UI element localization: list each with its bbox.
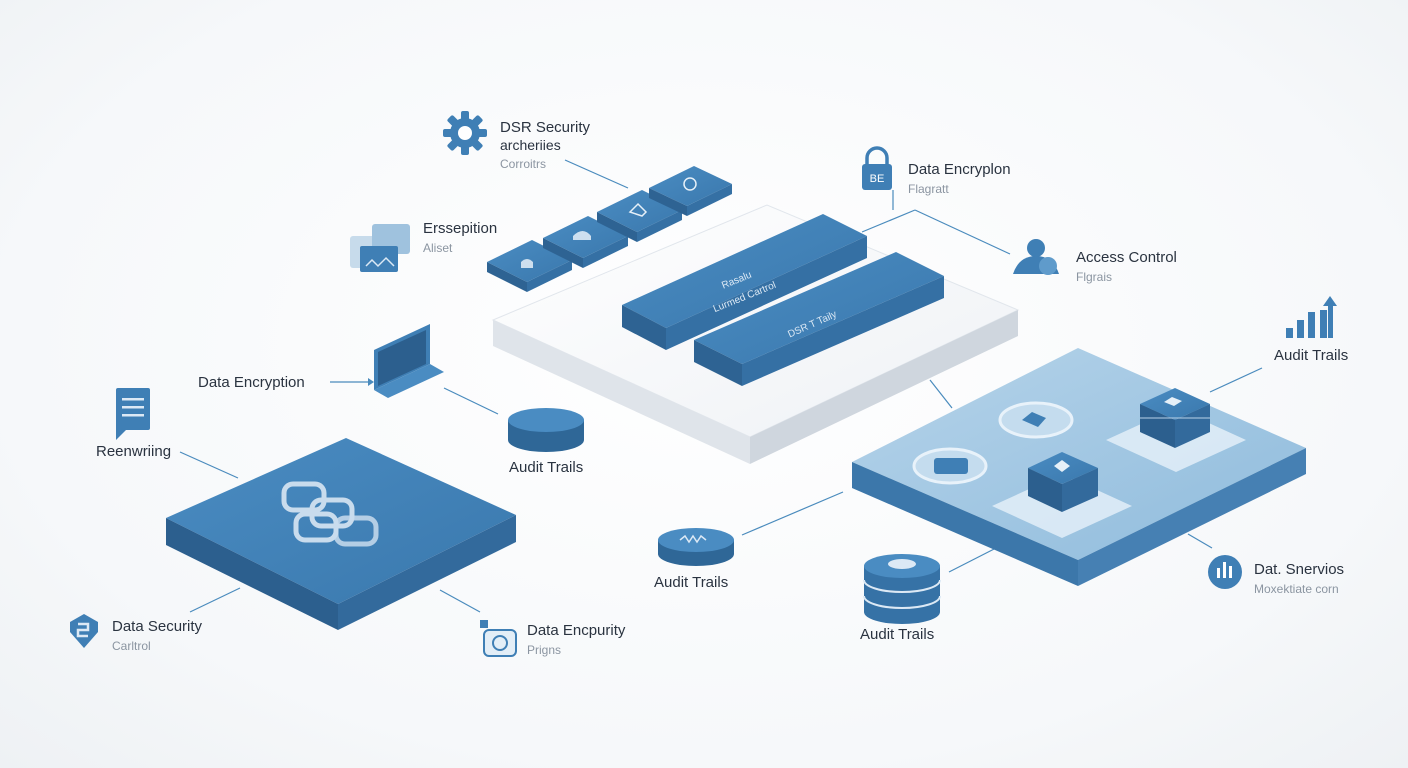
label-dsr-security-sub: Corroitrs — [500, 156, 547, 171]
document-icon — [116, 388, 150, 440]
label-data-encryption-left-title: Data Encryption — [198, 374, 305, 391]
server-block-b — [992, 452, 1132, 538]
disc-bottom — [658, 528, 734, 566]
chart-circle-icon — [1208, 555, 1242, 589]
label-ersseption: Erssepition Aliset — [423, 220, 497, 255]
bar-chart-icon — [1286, 296, 1337, 338]
label-data-encrypurity-sub: Prigns — [527, 643, 562, 657]
label-data-encryption-left: Data Encryption — [198, 374, 305, 392]
laptop-icon — [374, 324, 444, 398]
label-data-services-sub: Moxektiate corn — [1254, 582, 1339, 596]
label-audit-trails-db-title: Audit Trails — [860, 626, 935, 643]
label-data-services: Dat. Snervios Moxektiate corn — [1254, 561, 1344, 596]
label-audit-trails-bottom: Audit Trails — [654, 574, 728, 592]
label-data-encrypurity: Data Encpurity Prigns — [527, 622, 625, 657]
left-platform — [166, 438, 516, 630]
label-data-encryption-top: Data Encryplon Flagratt — [908, 161, 1011, 196]
label-data-encryption-top-sub: Flagratt — [908, 182, 949, 196]
camera-lock-icon — [480, 620, 517, 657]
label-audit-trails-center: Audit Trails — [509, 459, 583, 477]
label-data-encryption-top-title: Data Encryplon — [908, 161, 1011, 178]
arrowhead — [368, 378, 374, 386]
label-audit-trails-center-title: Audit Trails — [509, 459, 584, 476]
link-icon — [281, 481, 379, 547]
floating-blocks — [487, 166, 732, 292]
label-audit-trails-bottom-title: Audit Trails — [654, 574, 729, 591]
server-block-a — [1106, 388, 1246, 472]
database-icon — [863, 554, 941, 624]
label-dsr-security: DSR Security archeriies Corroitrs — [500, 119, 590, 171]
label-data-services-title: Dat. Snervios — [1254, 561, 1345, 578]
block-4 — [649, 166, 732, 216]
image-stack-icon — [350, 224, 410, 272]
gear-icon — [443, 111, 487, 155]
label-ersseption-title: Erssepition — [423, 220, 498, 237]
shield-s-icon — [70, 614, 98, 648]
connector-lines — [179, 159, 1263, 613]
label-access-control: Access Control Flgrais — [1076, 249, 1177, 284]
label-audit-trails-right: Audit Trails — [1274, 347, 1348, 365]
label-reenwriting-title: Reenwriing — [96, 443, 172, 460]
label-data-encrypurity-title: Data Encpurity — [527, 622, 626, 639]
label-ersseption-sub: Aliset — [423, 241, 453, 255]
label-data-security-sub: Carltrol — [112, 639, 151, 653]
svg-text:BE: BE — [870, 173, 885, 185]
disc-center — [508, 408, 584, 452]
label-dsr-security-title: DSR Security — [500, 119, 591, 136]
center-platform — [491, 204, 1020, 464]
label-data-security: Data Security Carltrol — [112, 618, 202, 653]
label-dsr-security-line2: archeriies — [500, 137, 561, 153]
lock-icon: BE — [862, 146, 892, 190]
right-platform — [852, 348, 1306, 586]
label-data-security-title: Data Security — [112, 618, 203, 635]
label-reenwriting: Reenwriing — [96, 443, 171, 461]
label-audit-trails-right-title: Audit Trails — [1274, 347, 1349, 364]
user-shield-icon — [1013, 239, 1059, 275]
label-access-control-title: Access Control — [1076, 249, 1177, 266]
label-audit-trails-db: Audit Trails — [860, 626, 934, 644]
label-access-control-sub: Flgrais — [1076, 270, 1113, 284]
